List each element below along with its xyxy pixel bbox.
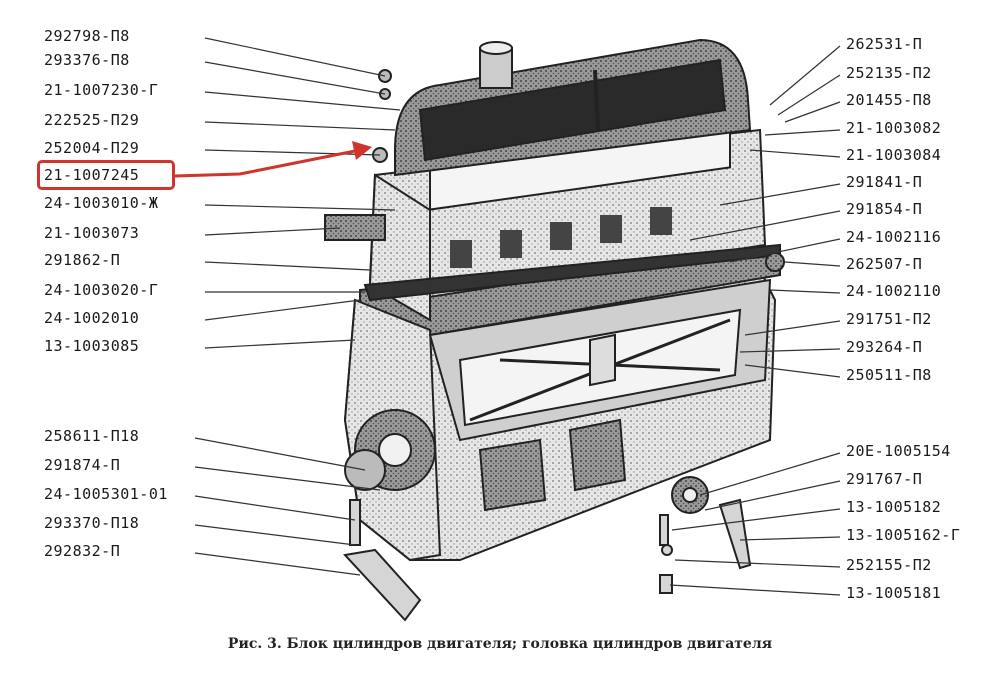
label-left: 21-1007230-Г xyxy=(44,81,159,99)
figure-caption: Рис. 3. Блок цилиндров двигателя; головк… xyxy=(227,636,773,652)
label-right: 13-1005181 xyxy=(846,584,942,602)
label-right: 13-1005162-Г xyxy=(846,526,961,544)
label-right: 201455-П8 xyxy=(846,91,932,109)
label-right: 291767-П xyxy=(846,470,923,488)
label-left: 13-1003085 xyxy=(44,337,140,355)
label-right: 21-1003082 xyxy=(846,119,942,137)
label-left: 24-1005301-01 xyxy=(44,485,168,503)
label-left-highlighted: 21-1007245 xyxy=(44,166,140,184)
label-right: 13-1005182 xyxy=(846,498,942,516)
label-left: 291874-П xyxy=(44,456,121,474)
label-left: 258611-П18 xyxy=(44,427,140,445)
label-left: 292832-П xyxy=(44,542,121,560)
label-left: 24-1003010-Ж xyxy=(44,194,159,212)
label-left: 24-1002010 xyxy=(44,309,140,327)
label-right: 291854-П xyxy=(846,200,923,218)
label-right: 262531-П xyxy=(846,35,923,53)
label-right: 24-1002110 xyxy=(846,282,942,300)
label-left: 293370-П18 xyxy=(44,514,140,532)
label-left: 222525-П29 xyxy=(44,111,140,129)
leader-lines xyxy=(194,37,841,596)
highlight-box xyxy=(37,160,175,190)
valve-cover xyxy=(372,38,752,177)
label-right: 21-1003084 xyxy=(846,146,942,164)
label-left: 291862-П xyxy=(44,251,121,269)
label-right: 250511-П8 xyxy=(846,366,932,384)
label-right: 24-1002116 xyxy=(846,228,942,246)
label-right: 293264-П xyxy=(846,338,923,356)
oil-pump-and-drive xyxy=(324,214,785,622)
label-left: 292798-П8 xyxy=(44,27,130,45)
label-right: 291841-П xyxy=(846,173,923,191)
label-right: 252135-П2 xyxy=(846,64,932,82)
label-left: 252004-П29 xyxy=(44,139,140,157)
highlight-arrow xyxy=(174,141,372,178)
label-right: 291751-П2 xyxy=(846,310,932,328)
label-right: 252155-П2 xyxy=(846,556,932,574)
cylinder-block xyxy=(343,248,781,562)
label-left: 24-1003020-Г xyxy=(44,281,159,299)
label-right: 262507-П xyxy=(846,255,923,273)
label-left: 293376-П8 xyxy=(44,51,130,69)
label-right: 20Е-1005154 xyxy=(846,442,951,460)
label-left: 21-1003073 xyxy=(44,224,140,242)
